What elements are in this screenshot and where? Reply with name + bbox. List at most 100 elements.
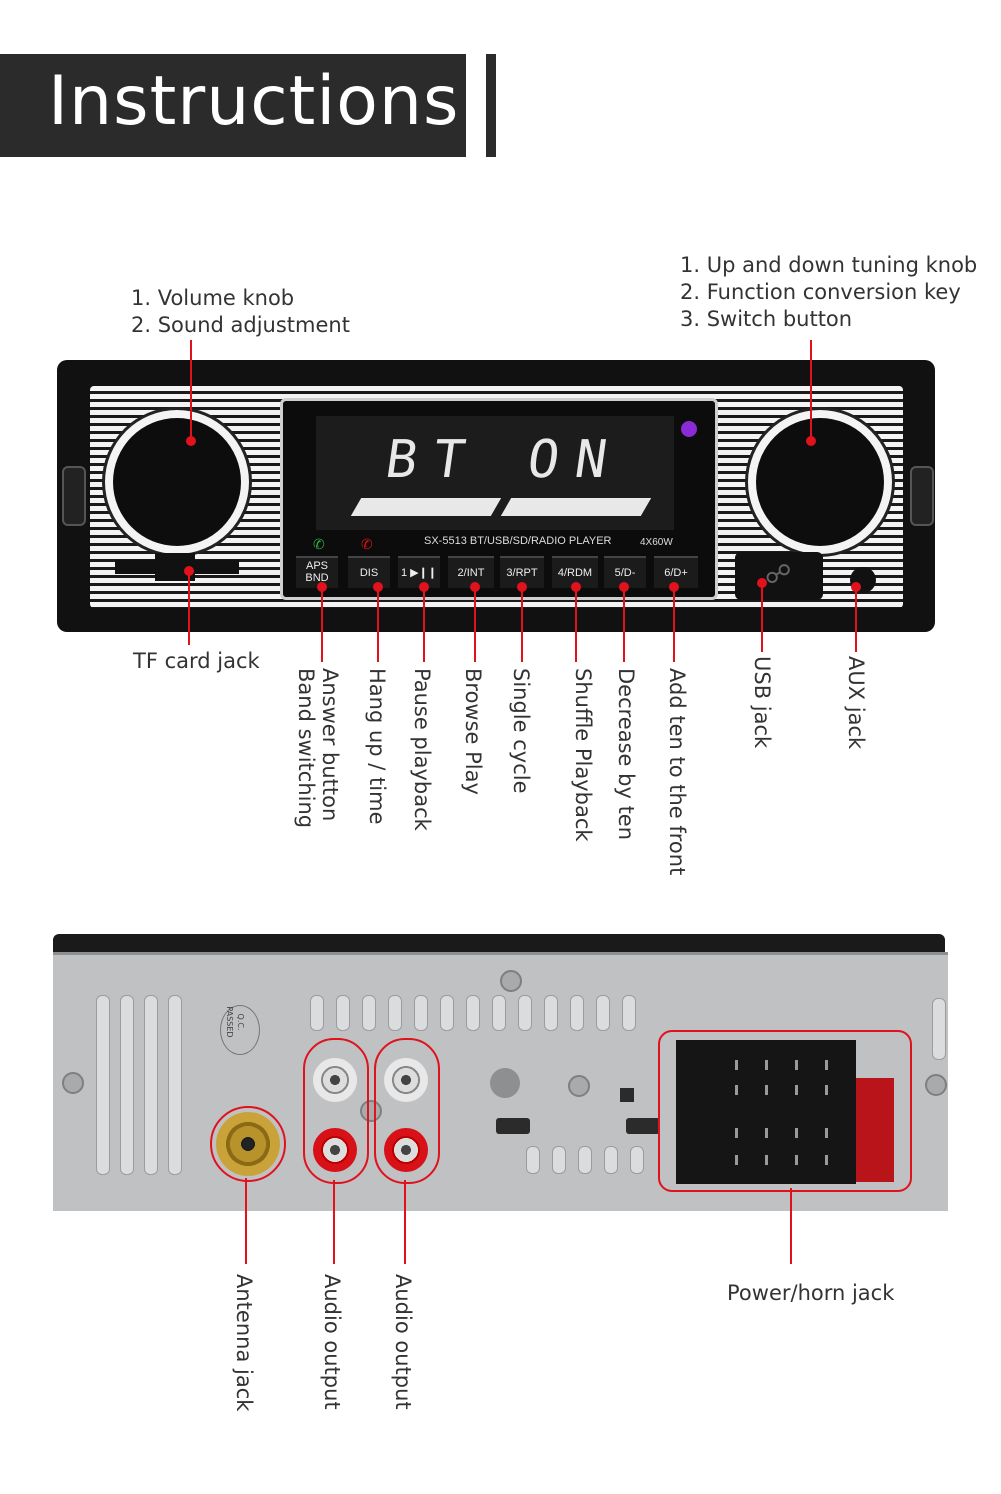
vent [544,995,558,1031]
vent [570,995,584,1031]
eq-bar-left [350,498,502,516]
label-decrease: Decrease by ten [614,668,638,841]
vent [578,1146,592,1174]
line-dis [377,586,379,662]
line-volume [190,340,192,440]
pin [735,1085,738,1095]
hangup-phone-icon: ✆ [361,537,373,553]
vent [492,995,506,1031]
audio-output-group-2 [374,1038,440,1184]
pin [765,1155,768,1165]
vent [518,995,532,1031]
vent [310,995,324,1031]
pin [735,1155,738,1165]
vent [144,995,158,1175]
vent [932,998,946,1060]
label-usb: USB jack [750,656,774,749]
label-audio-output-2: Audio output [391,1274,415,1410]
vent [440,995,454,1031]
line-rdm [575,586,577,662]
pin [825,1085,828,1095]
d-plus-button[interactable]: 6/D+ [654,556,698,588]
int-button[interactable]: 2/INT [448,556,494,588]
label-audio-output-1: Audio output [320,1274,344,1410]
label-sound-adjustment: 2. Sound adjustment [131,313,350,337]
line-rpt [521,586,523,662]
pin [825,1155,828,1165]
line-int [474,586,476,662]
vent [96,995,110,1175]
vent [552,1146,566,1174]
screw [925,1074,947,1096]
eq-bar-right [500,498,652,516]
audio-output-group-1 [303,1038,369,1184]
line-usb [761,582,763,652]
vent [630,1146,644,1174]
label-volume-knob: 1. Volume knob [131,286,295,310]
label-shuffle: Shuffle Playback [571,668,595,842]
line-dplus [673,586,675,662]
power-text: 4X60W [640,537,673,548]
vent [414,995,428,1031]
aps-bnd-button[interactable]: APS BND [296,556,338,588]
answer-phone-icon: ✆ [313,537,325,553]
pin [735,1128,738,1138]
rca-white-2 [384,1058,428,1102]
label-function-key: 2. Function conversion key [680,280,961,304]
vent [596,995,610,1031]
label-power-horn: Power/horn jack [727,1281,895,1305]
header-divider [486,54,496,157]
screw [62,1072,84,1094]
play-pause-button[interactable]: 1 ▶❙❙ [398,556,440,588]
pin [765,1060,768,1070]
label-browse: Browse Play [461,668,485,795]
tuning-knob[interactable] [756,418,884,546]
label-single: Single cycle [509,668,533,794]
vent [622,995,636,1031]
label-switch-button: 3. Switch button [680,307,853,331]
line-tuning [810,340,812,440]
vent [604,1146,618,1174]
screw [360,1100,382,1122]
label-aux: AUX jack [844,656,868,750]
label-antenna: Antenna jack [232,1274,256,1412]
line-audio-2 [404,1180,406,1264]
line-audio-1 [333,1180,335,1264]
power-horn-highlight [658,1030,912,1192]
line-power [790,1188,792,1264]
label-tf-card: TF card jack [133,649,260,673]
header-bar [0,54,466,157]
right-clip [910,466,934,526]
rca-red-2 [384,1128,428,1172]
pin [765,1085,768,1095]
volume-knob[interactable] [113,418,241,546]
line-tf [188,570,190,645]
screw [568,1075,590,1097]
pin [795,1128,798,1138]
antenna-highlight [210,1106,286,1182]
vent [120,995,134,1175]
slot [626,1118,660,1134]
label-tuning-knob: 1. Up and down tuning knob [680,253,978,277]
line-play [423,586,425,662]
vent [168,995,182,1175]
line-dminus [623,586,625,662]
rca-white-1 [313,1058,357,1102]
slot [496,1118,530,1134]
label-pause: Pause playback [410,668,434,831]
usb-port [735,552,823,600]
dot-volume [186,436,196,446]
indicator-led [681,421,697,437]
pin [735,1060,738,1070]
vent [362,995,376,1031]
dis-button[interactable]: DIS [348,556,390,588]
model-text: SX-5513 BT/USB/SD/RADIO PLAYER [424,535,612,547]
pin [795,1060,798,1070]
vent [388,995,402,1031]
line-antenna [245,1178,247,1264]
usb-icon: ☍ [765,560,792,590]
label-band: Band switching [294,668,318,829]
label-add: Add ten to the front [665,668,689,876]
dot-tuning [806,436,816,446]
pin [795,1155,798,1165]
